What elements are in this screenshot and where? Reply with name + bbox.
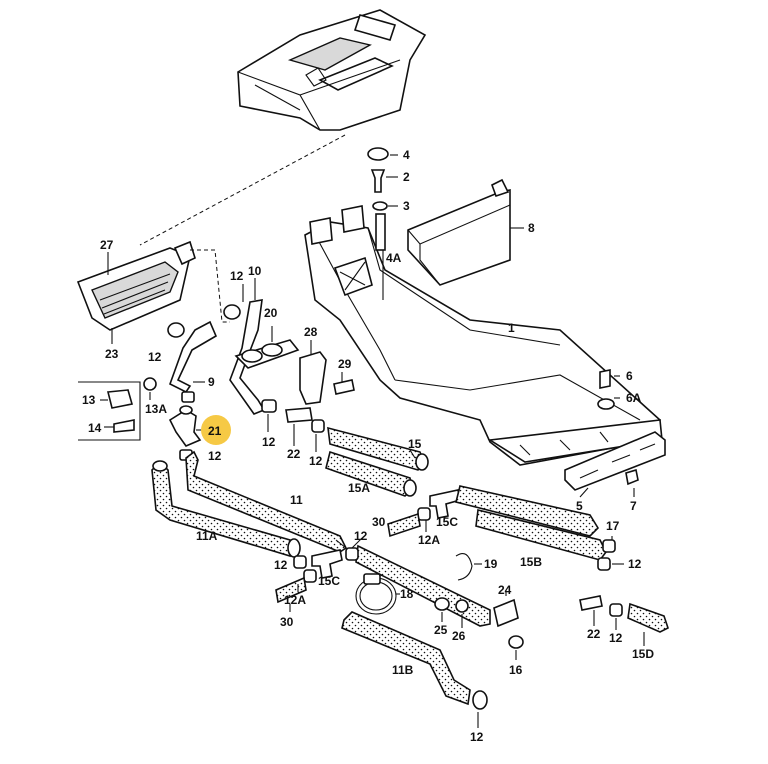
highlight-marker-21 <box>201 415 231 445</box>
hoses-11 <box>151 450 348 558</box>
label-12-d: 12 <box>262 435 276 449</box>
label-14: 14 <box>88 421 102 435</box>
tee-15c-upper <box>387 489 461 538</box>
clamp-assembly <box>78 377 157 441</box>
label-20: 20 <box>264 306 278 320</box>
side-bracket <box>564 369 666 498</box>
label-4a: 4A <box>386 251 402 265</box>
label-22-b: 22 <box>587 627 601 641</box>
tee-15c-lower <box>275 549 343 612</box>
label-2: 2 <box>403 170 410 184</box>
label-3: 3 <box>403 199 410 213</box>
label-13: 13 <box>82 393 96 407</box>
label-17: 17 <box>606 519 620 533</box>
label-18: 18 <box>400 587 414 601</box>
heater-hoses-upper <box>167 278 266 415</box>
label-15c-b: 15C <box>318 574 340 588</box>
label-11b: 11B <box>392 663 414 677</box>
label-15d: 15D <box>632 647 654 661</box>
label-15: 15 <box>408 437 422 451</box>
label-22: 22 <box>287 447 301 461</box>
label-12-e: 12 <box>309 454 323 468</box>
hoses-15 <box>325 426 429 497</box>
label-15a: 15A <box>348 481 370 495</box>
label-15c-a: 15C <box>436 515 458 529</box>
label-7: 7 <box>630 499 637 513</box>
label-30-b: 30 <box>280 615 294 629</box>
heater-core <box>76 240 230 344</box>
twin-outlet <box>234 326 300 369</box>
label-11a: 11A <box>196 529 218 543</box>
label-23: 23 <box>105 347 119 361</box>
vent-panel <box>407 178 524 286</box>
label-15b: 15B <box>520 555 542 569</box>
label-12-h: 12 <box>274 558 288 572</box>
label-9: 9 <box>208 375 215 389</box>
label-10: 10 <box>248 264 262 278</box>
clamps-lower <box>355 553 524 660</box>
label-6a: 6A <box>626 391 642 405</box>
label-29: 29 <box>338 357 352 371</box>
housing-guide-line <box>139 134 346 246</box>
callout-labels: 4 2 3 4A 8 1 27 23 12 10 20 28 29 12 9 1… <box>82 148 654 744</box>
fittings-right <box>579 595 669 646</box>
label-4: 4 <box>403 148 410 162</box>
label-24: 24 <box>498 583 512 597</box>
label-6: 6 <box>626 369 633 383</box>
label-5: 5 <box>576 499 583 513</box>
label-19: 19 <box>484 557 498 571</box>
cap-screw-stack <box>367 147 398 300</box>
label-12-b: 12 <box>148 350 162 364</box>
label-16: 16 <box>509 663 523 677</box>
label-12-c: 12 <box>208 449 222 463</box>
label-12a-b: 12A <box>284 593 306 607</box>
label-12-l: 12 <box>470 730 484 744</box>
label-12-a: 12 <box>230 269 244 283</box>
label-28: 28 <box>304 325 318 339</box>
label-30-a: 30 <box>372 515 386 529</box>
main-air-duct <box>304 205 663 466</box>
label-12a-a: 12A <box>418 533 440 547</box>
label-26: 26 <box>452 629 466 643</box>
label-25: 25 <box>434 623 448 637</box>
label-27: 27 <box>100 238 114 252</box>
label-11: 11 <box>290 493 303 507</box>
support-bracket <box>299 340 355 405</box>
label-12-j: 12 <box>354 529 368 543</box>
hose-15b <box>455 485 624 571</box>
label-8: 8 <box>528 221 535 235</box>
label-1: 1 <box>508 321 515 335</box>
label-12-k: 12 <box>609 631 623 645</box>
heater-housing <box>237 9 427 131</box>
label-12-g: 12 <box>628 557 642 571</box>
hose-11b <box>341 537 491 728</box>
label-21: 21 <box>208 424 222 438</box>
tee-valve-part-21 <box>168 405 206 447</box>
label-13a: 13A <box>145 402 167 416</box>
